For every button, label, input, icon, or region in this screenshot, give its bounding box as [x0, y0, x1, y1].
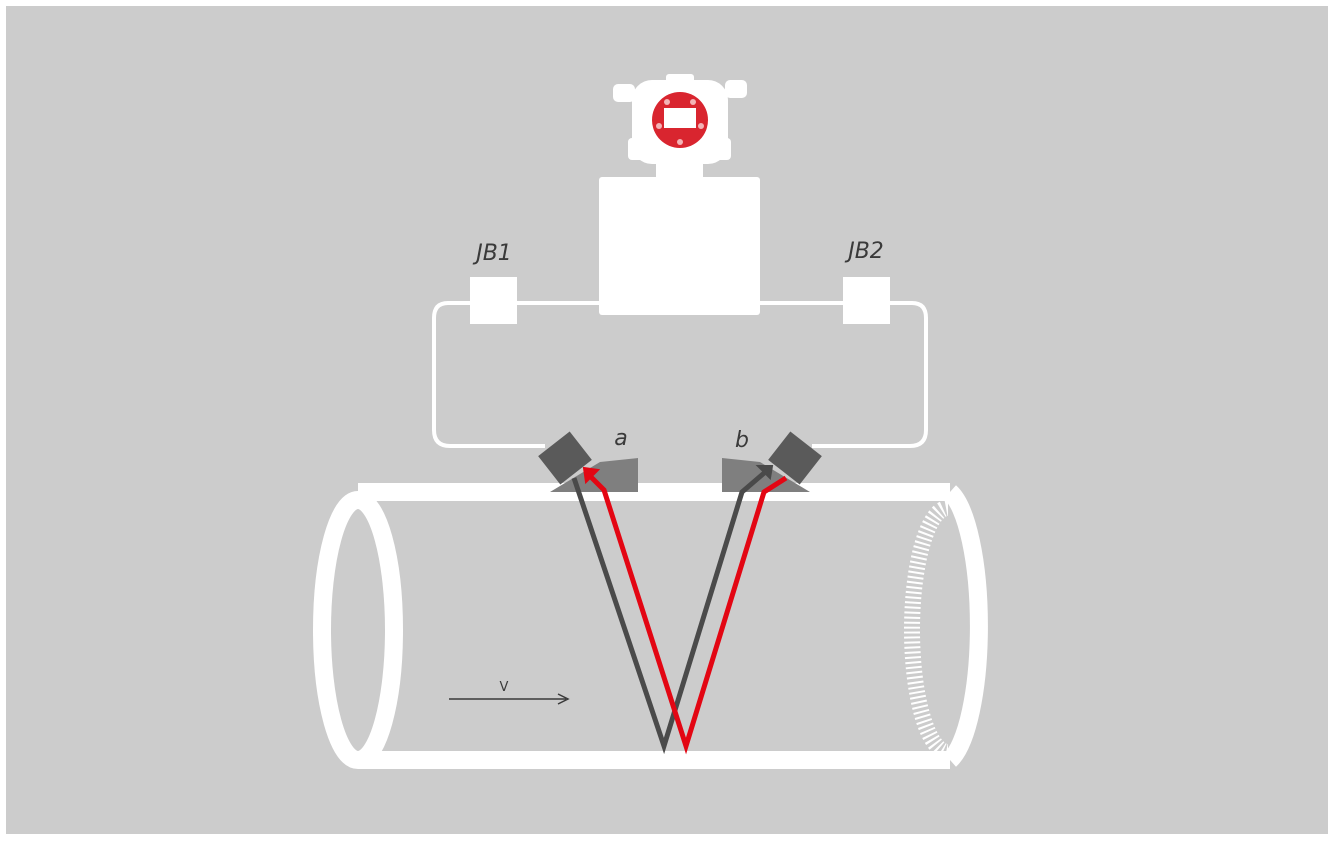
display-button-icon	[690, 99, 696, 105]
junction-box-1	[470, 277, 517, 324]
transducer-b-label: b	[735, 428, 749, 453]
pipe-inlet	[313, 491, 403, 769]
upstream-signal-path	[586, 472, 788, 755]
flow-velocity-indicator: V	[449, 680, 570, 705]
upstream-arrowhead-icon	[582, 466, 601, 485]
transducer-a-body	[538, 431, 592, 485]
transmitter	[599, 74, 760, 315]
display-button-icon	[656, 123, 662, 129]
transducer-b-body	[768, 431, 822, 485]
transducer-a-label: a	[614, 426, 627, 451]
junction-box-1-label: JB1	[472, 241, 512, 266]
signal-paths	[571, 465, 788, 755]
signal-cable	[432, 301, 928, 448]
pipe	[313, 483, 988, 769]
pipe-outlet	[943, 485, 988, 767]
junction-box-2	[843, 277, 890, 324]
downstream-arrowhead-icon	[755, 465, 774, 481]
downstream-signal-path	[571, 466, 772, 755]
meter-display-screen	[664, 108, 696, 128]
display-button-icon	[664, 99, 670, 105]
junction-box-2-label: JB2	[844, 239, 884, 264]
display-button-icon	[698, 123, 704, 129]
flow-velocity-label: V	[500, 680, 509, 695]
display-button-icon	[677, 139, 683, 145]
transmitter-body	[599, 177, 760, 315]
